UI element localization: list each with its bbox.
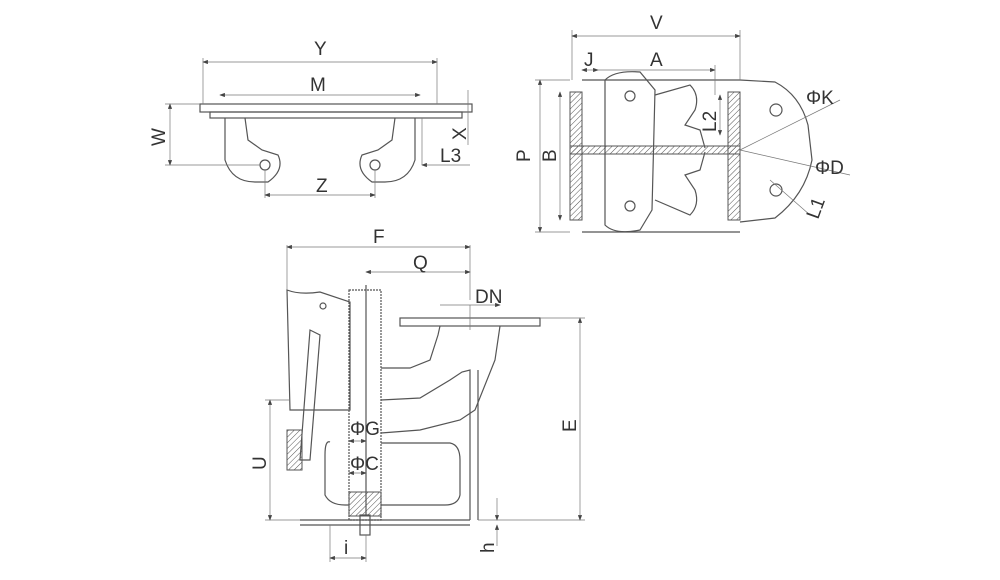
dim-label-v: V <box>650 13 663 34</box>
dim-label-i: i <box>344 538 348 559</box>
dim-label-u: U <box>250 456 271 470</box>
plan-view-frame <box>535 30 851 233</box>
dim-label-w: W <box>149 128 170 146</box>
dim-label-p: P <box>514 149 535 162</box>
dim-label-phi-d: ΦD <box>815 158 844 179</box>
dim-label-l1: L1 <box>803 195 830 222</box>
dim-label-l2: L2 <box>700 111 721 132</box>
dim-label-phi-k: ΦK <box>806 88 834 109</box>
dim-label-m: M <box>310 75 326 96</box>
dim-label-l3: L3 <box>440 146 461 167</box>
dim-label-b: B <box>540 149 561 162</box>
dim-label-a: A <box>650 50 663 71</box>
side-view-frame <box>265 244 585 562</box>
dim-label-q: Q <box>413 253 428 274</box>
dim-label-f: F <box>373 227 385 248</box>
dim-label-z: Z <box>316 176 328 197</box>
dim-label-dn: DN <box>475 287 502 308</box>
dim-label-j: J <box>584 50 594 71</box>
dim-label-y: Y <box>314 39 327 60</box>
dim-label-h: h <box>478 542 499 553</box>
dim-label-x: X <box>450 127 471 140</box>
dim-label-phi-c: ΦC <box>350 454 379 475</box>
dim-label-phi-g: ΦG <box>350 419 380 440</box>
dim-label-e: E <box>560 419 581 432</box>
top-view-frame <box>165 58 473 198</box>
